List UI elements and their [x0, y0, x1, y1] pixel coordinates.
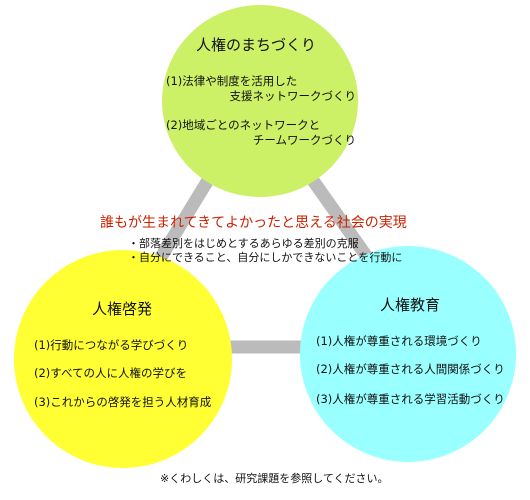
keihatsu-item-1: (1)行動につながる学びづくり	[34, 338, 189, 352]
center-bullet-2: ・自分にできること、自分にしかできないことを行動に	[128, 251, 403, 264]
keihatsu-item-2: (2)すべての人に人権の学びを	[34, 366, 188, 380]
center-goal-title: 誰もが生まれてきてよかったと思える社会の実現	[100, 215, 407, 231]
kyouiku-title: 人権教育	[380, 296, 441, 314]
footnote: ※くわしくは、研究課題を参照してください。	[160, 472, 389, 485]
connector-top-left	[152, 168, 219, 266]
kyouiku-item-2: (2)人権が尊重される人間関係づくり	[316, 362, 505, 376]
machizukuri-item-1: (1)法律や制度を活用した 支援ネットワークづくり	[166, 74, 356, 104]
machizukuri-title: 人権のまちづくり	[196, 36, 317, 54]
center-bullet-1: ・部落差別をはじめとするあらゆる差別の克服	[128, 237, 359, 250]
machizukuri-item-1-line2: 支援ネットワークづくり	[229, 89, 357, 103]
circle-kyouiku	[300, 246, 516, 462]
keihatsu-title: 人権啓発	[92, 300, 153, 318]
kyouiku-item-3: (3)人権が尊重される学習活動づくり	[316, 392, 505, 406]
machizukuri-item-2-line1: (2)地域ごとのネットワークと	[166, 118, 321, 132]
machizukuri-item-2-line2: チームワークづくり	[252, 133, 356, 147]
circle-machizukuri	[162, 5, 358, 197]
circle-keihatsu	[14, 250, 232, 468]
machizukuri-item-2: (2)地域ごとのネットワークと チームワークづくり	[166, 118, 356, 148]
keihatsu-item-3: (3)これからの啓発を担う人材育成	[34, 395, 212, 409]
connector-top-right	[301, 168, 378, 268]
machizukuri-item-1-line1: (1)法律や制度を活用した	[166, 74, 298, 88]
kyouiku-item-1: (1)人権が尊重される環境づくり	[316, 334, 482, 348]
